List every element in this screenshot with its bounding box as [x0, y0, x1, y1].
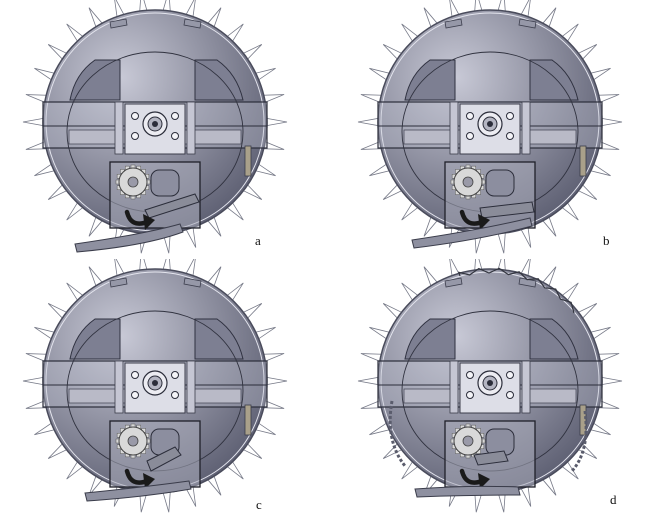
top-slot-right	[518, 277, 537, 288]
window-right	[529, 318, 579, 360]
top-slot-left	[444, 18, 463, 29]
motor-cylinder	[150, 169, 180, 197]
side-latch	[244, 145, 252, 177]
motor-plate-group	[459, 103, 521, 155]
mount-hole	[131, 391, 139, 399]
external-flap	[414, 485, 521, 498]
top-slot-left	[109, 18, 128, 29]
gear-group	[115, 164, 151, 200]
mount-hole	[171, 371, 179, 379]
side-latch	[579, 145, 587, 177]
post-right	[186, 101, 196, 155]
gear-hub	[127, 435, 139, 447]
panel-b: b	[335, 0, 670, 259]
panel-d-drawing	[357, 259, 623, 513]
lever-arm	[144, 193, 200, 219]
panel-b-label: b	[603, 233, 610, 248]
mount-hole	[466, 112, 474, 120]
lever-arm	[479, 201, 535, 219]
panel-c-drawing	[22, 259, 288, 513]
motor-plate-group	[459, 362, 521, 414]
window-left	[404, 59, 456, 101]
post-right	[186, 360, 196, 414]
gear-group	[450, 164, 486, 200]
window-right	[194, 318, 244, 360]
bearing-center	[152, 121, 158, 127]
motor-plate-group	[124, 362, 186, 414]
window-right	[529, 59, 579, 101]
external-flap	[84, 480, 192, 502]
spikes-group	[22, 0, 288, 254]
post-left	[449, 360, 459, 414]
lever-arm	[146, 446, 182, 472]
top-slot-left	[109, 277, 128, 288]
mount-hole	[131, 371, 139, 379]
top-slot-right	[183, 277, 202, 288]
gear-hub	[462, 176, 474, 188]
window-left	[404, 318, 456, 360]
mount-hole	[466, 132, 474, 140]
gear-group	[450, 423, 486, 459]
split-seam-left	[388, 400, 407, 467]
mount-hole	[131, 112, 139, 120]
split-seam-right	[570, 410, 588, 473]
bearing-center	[487, 121, 493, 127]
post-right	[521, 101, 531, 155]
panel-c-label: c	[256, 497, 262, 512]
mount-hole	[506, 112, 514, 120]
post-right	[521, 360, 531, 414]
window-right	[194, 59, 244, 101]
mount-hole	[506, 371, 514, 379]
mount-hole	[466, 371, 474, 379]
bearing-center	[487, 380, 493, 386]
panel-d: d	[335, 259, 670, 518]
window-left	[69, 59, 121, 101]
external-flap	[74, 223, 184, 253]
rotation-arrowhead	[478, 214, 490, 230]
rotation-arrowhead	[478, 473, 490, 489]
mount-hole	[506, 391, 514, 399]
motor-plate-group	[124, 103, 186, 155]
panel-a-label: a	[255, 233, 261, 248]
mount-hole	[171, 391, 179, 399]
panel-d-label: d	[610, 492, 617, 507]
window-left	[69, 318, 121, 360]
motor-cylinder	[485, 169, 515, 197]
mount-hole	[171, 132, 179, 140]
jagged-edge	[457, 267, 575, 314]
gear-hub	[127, 176, 139, 188]
rotation-arrowhead	[143, 473, 155, 489]
panel-a-drawing	[22, 0, 288, 254]
gear-hub	[462, 435, 474, 447]
post-left	[114, 360, 124, 414]
lever-arm	[473, 450, 509, 466]
post-left	[449, 101, 459, 155]
mount-hole	[171, 112, 179, 120]
panel-c: c	[0, 259, 335, 518]
mount-hole	[506, 132, 514, 140]
side-latch	[579, 404, 587, 436]
top-slot-right	[183, 18, 202, 29]
mount-hole	[466, 391, 474, 399]
panel-b-drawing	[357, 0, 623, 254]
side-latch	[244, 404, 252, 436]
external-flap	[411, 217, 533, 249]
rotation-arrowhead	[143, 214, 155, 230]
top-slot-right	[518, 18, 537, 29]
top-slot-left	[444, 277, 463, 288]
gear-group	[115, 423, 151, 459]
mount-hole	[131, 132, 139, 140]
panel-a: a	[0, 0, 335, 259]
bearing-center	[152, 380, 158, 386]
post-left	[114, 101, 124, 155]
